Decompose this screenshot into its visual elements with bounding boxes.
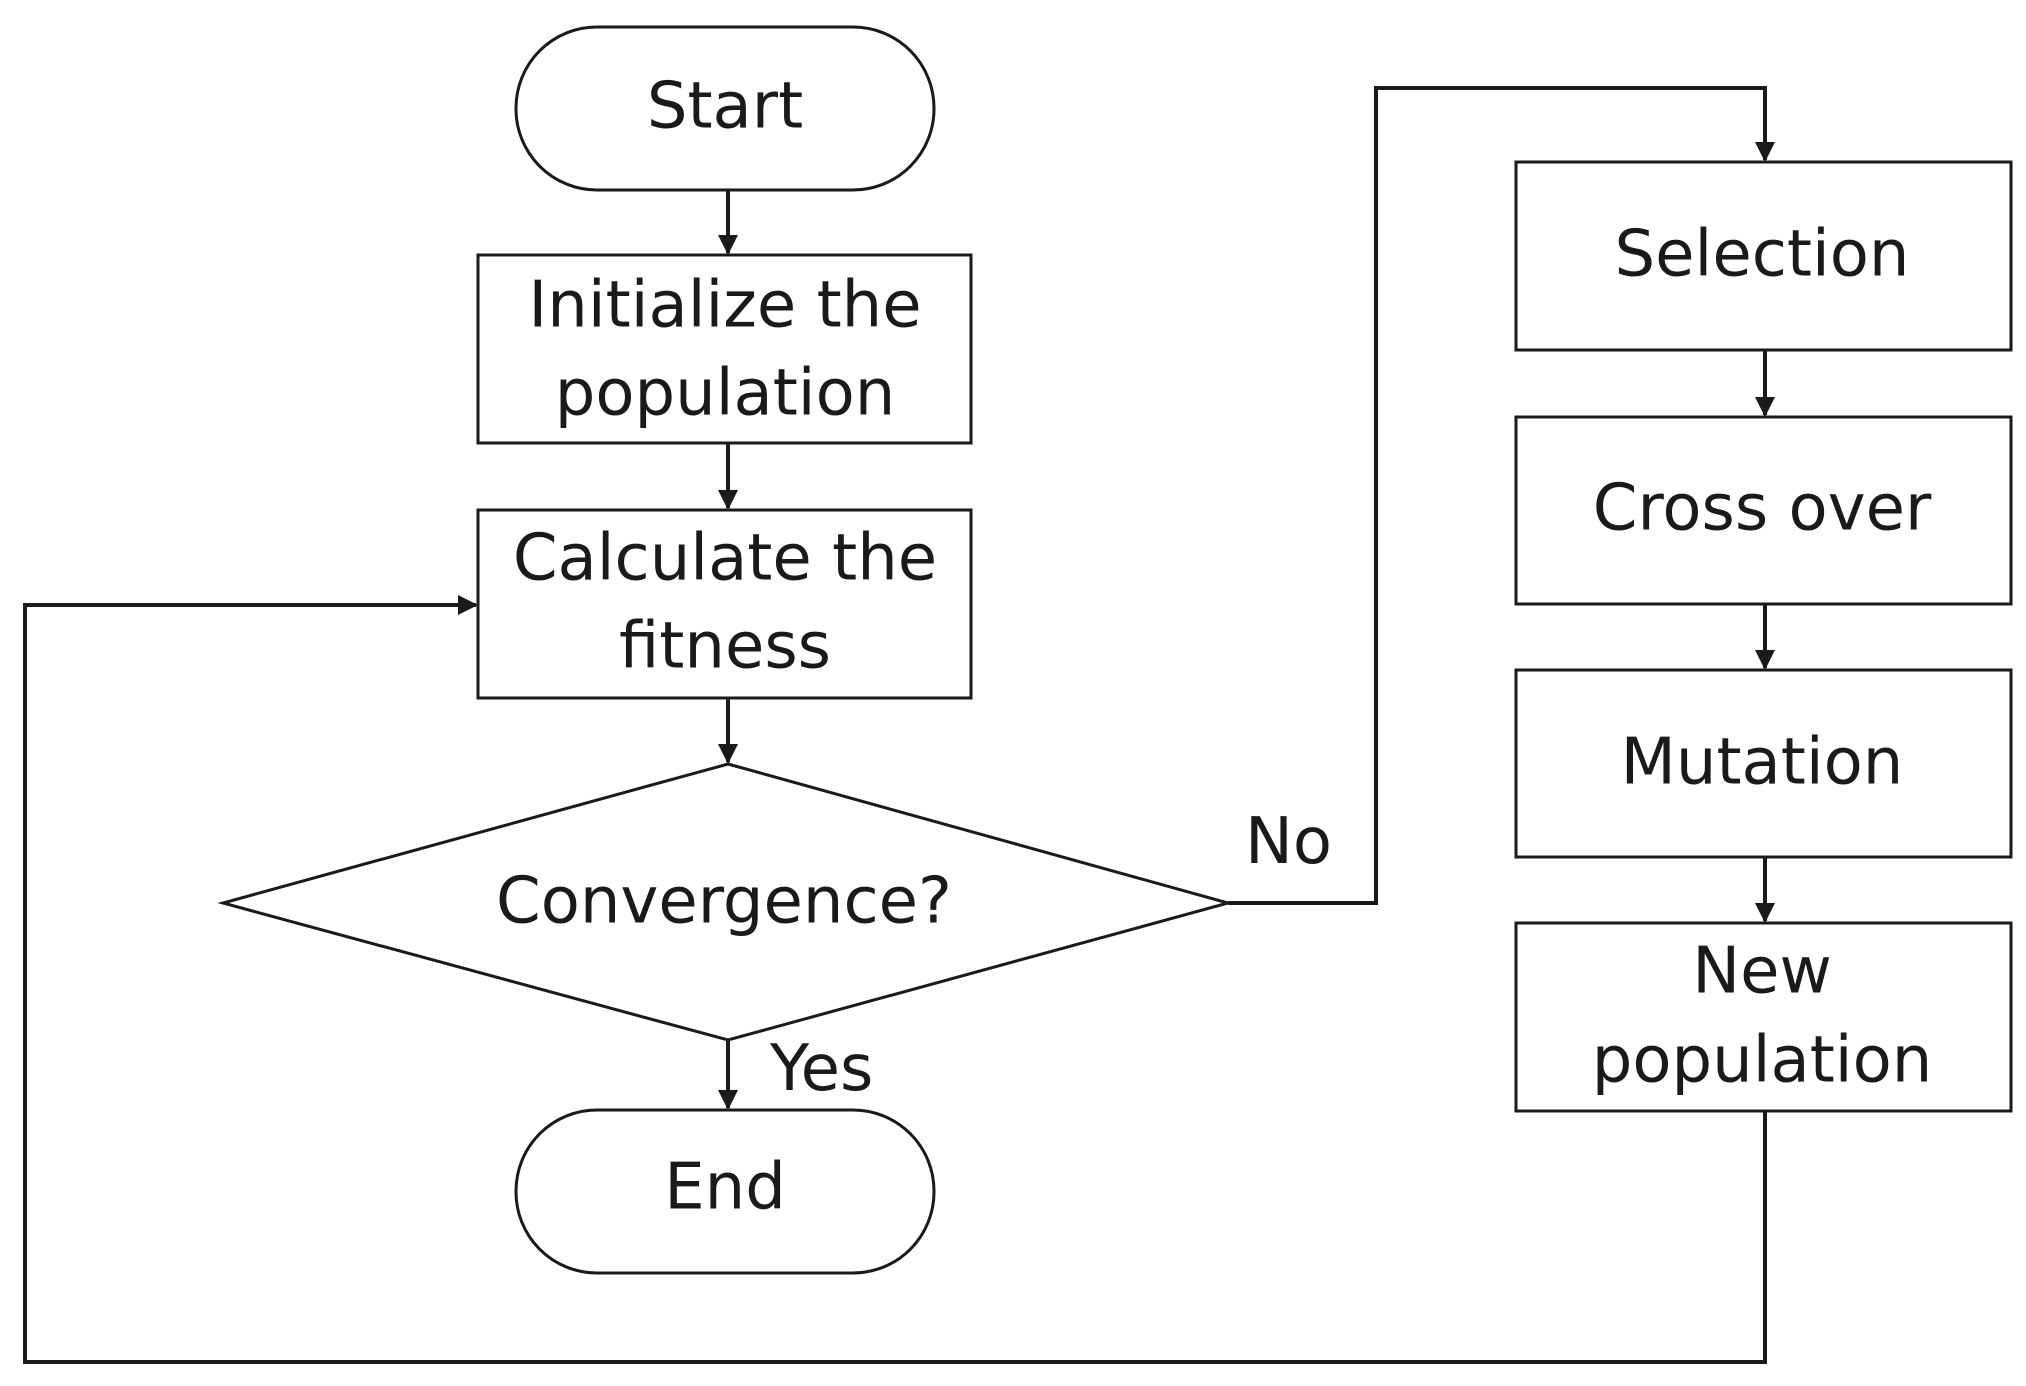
calculate-fitness-line2: fitness <box>619 610 831 684</box>
end-node-shape <box>514 1108 936 1275</box>
initialize-population-line1: Initialize the <box>528 269 921 343</box>
start-node: Start <box>514 25 936 192</box>
calculate-fitness-shape <box>476 508 973 700</box>
edge-convergence-no-to-selection <box>1228 86 1775 905</box>
crossover-node: Cross over <box>1514 415 2013 606</box>
crossover-shape <box>1514 415 2013 606</box>
new-population-line1: New <box>1692 935 1832 1009</box>
crossover-label: Cross over <box>1593 472 1932 546</box>
calculate-fitness-node: Calculate the fitness <box>476 508 973 700</box>
initialize-population-shape <box>476 253 973 445</box>
initialize-population-node: Initialize the population <box>476 253 973 445</box>
end-node: End <box>514 1108 936 1275</box>
convergence-decision-node: Convergence? <box>217 762 1234 1042</box>
selection-label: Selection <box>1615 218 1910 292</box>
selection-node: Selection <box>1514 160 2013 352</box>
selection-shape <box>1514 160 2013 352</box>
edge-new-population-loop-to-calculate <box>23 595 1767 1364</box>
end-node-label: End <box>664 1151 786 1225</box>
mutation-node: Mutation <box>1514 668 2013 859</box>
edge-label-yes: Yes <box>769 1032 873 1106</box>
new-population-line2: population <box>1592 1024 1933 1098</box>
new-population-node: New population <box>1514 921 2013 1113</box>
new-population-shape <box>1514 921 2013 1113</box>
mutation-shape <box>1514 668 2013 859</box>
edge-label-no: No <box>1245 805 1332 879</box>
start-node-label: Start <box>647 70 803 144</box>
initialize-population-line2: population <box>555 357 896 431</box>
calculate-fitness-line1: Calculate the <box>513 522 937 596</box>
convergence-decision-label: Convergence? <box>496 865 952 939</box>
start-node-shape <box>514 25 936 192</box>
convergence-decision-shape <box>217 762 1234 1042</box>
mutation-label: Mutation <box>1621 726 1904 800</box>
